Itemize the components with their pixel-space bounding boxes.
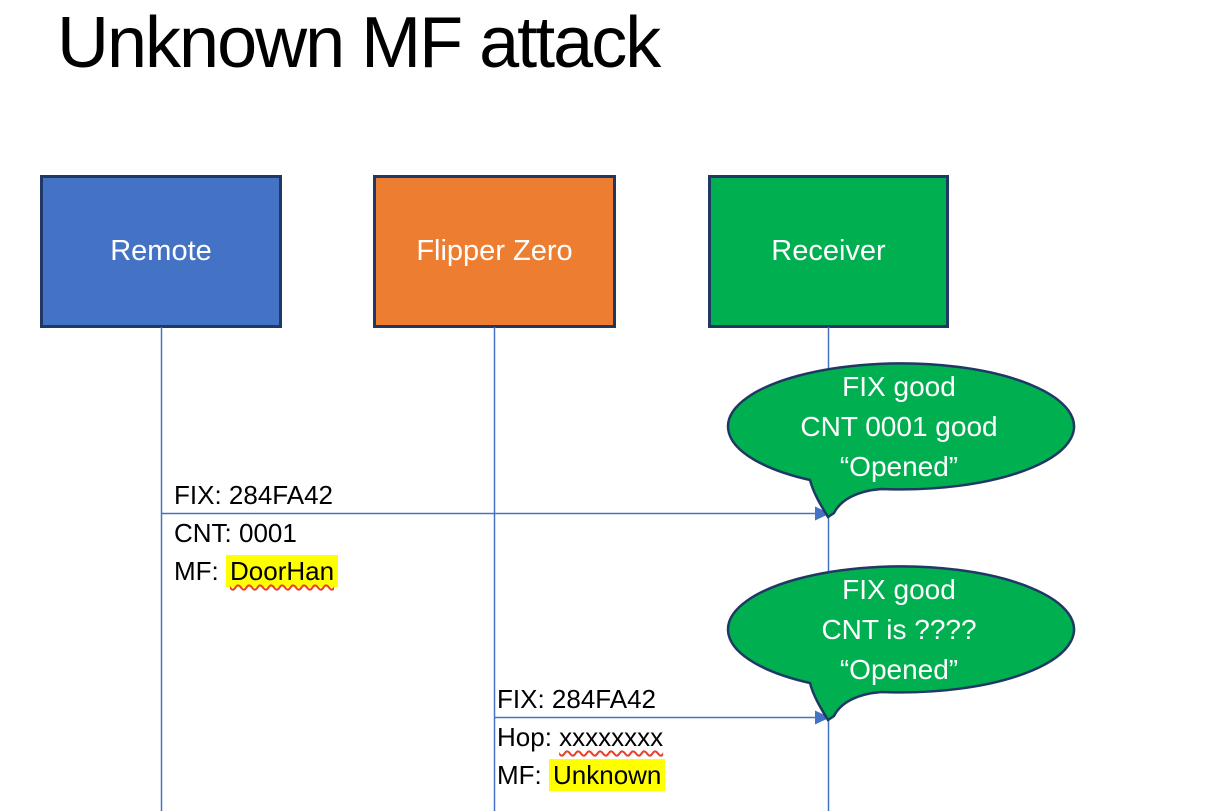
bubble1-line1: FIX good: [842, 371, 956, 402]
message2-line-mf: MF: Unknown: [497, 756, 666, 794]
actor-label-flipper-zero: Flipper Zero: [416, 235, 573, 267]
speech-bubble-2-shape: [726, 565, 1076, 722]
speech-bubble-2-text: FIX good CNT is ???? “Opened”: [726, 570, 1072, 690]
bubble1-line3: “Opened”: [839, 451, 959, 482]
message1-line-cnt: CNT: 0001: [174, 518, 297, 548]
actor-box-flipper-zero: Flipper Zero: [373, 175, 616, 328]
actor-label-receiver: Receiver: [771, 235, 886, 267]
message2-labels: FIX: 284FA42 Hop: xxxxxxxx MF: Unknown: [497, 680, 666, 794]
actor-box-remote: Remote: [40, 175, 282, 328]
message2-line-fix: FIX: 284FA42: [497, 684, 656, 714]
bubble2-line3: “Opened”: [839, 654, 959, 685]
bubble2-line2: CNT is ????: [821, 614, 977, 645]
squiggle-value-hop: xxxxxxxx: [559, 722, 664, 752]
speech-bubble-1-shape: [726, 362, 1076, 519]
message1-labels: FIX: 284FA42 CNT: 0001 MF: DoorHan: [174, 476, 339, 590]
actor-label-remote: Remote: [110, 235, 212, 267]
bubble2-line1: FIX good: [842, 574, 956, 605]
message1-line-fix: FIX: 284FA42: [174, 480, 333, 510]
message1-line-mf: MF: DoorHan: [174, 552, 339, 590]
highlighted-value-doorhan: DoorHan: [226, 555, 339, 587]
highlighted-value-unknown: Unknown: [549, 759, 666, 791]
actor-box-receiver: Receiver: [708, 175, 949, 328]
message2-line-hop: Hop: xxxxxxxx: [497, 722, 664, 752]
message1-arrowhead-icon: [815, 506, 830, 521]
speech-bubble-1-text: FIX good CNT 0001 good “Opened”: [726, 367, 1072, 487]
bubble1-line2: CNT 0001 good: [800, 411, 998, 442]
message2-arrowhead-icon: [815, 710, 830, 725]
slide-title: Unknown MF attack: [57, 3, 661, 83]
